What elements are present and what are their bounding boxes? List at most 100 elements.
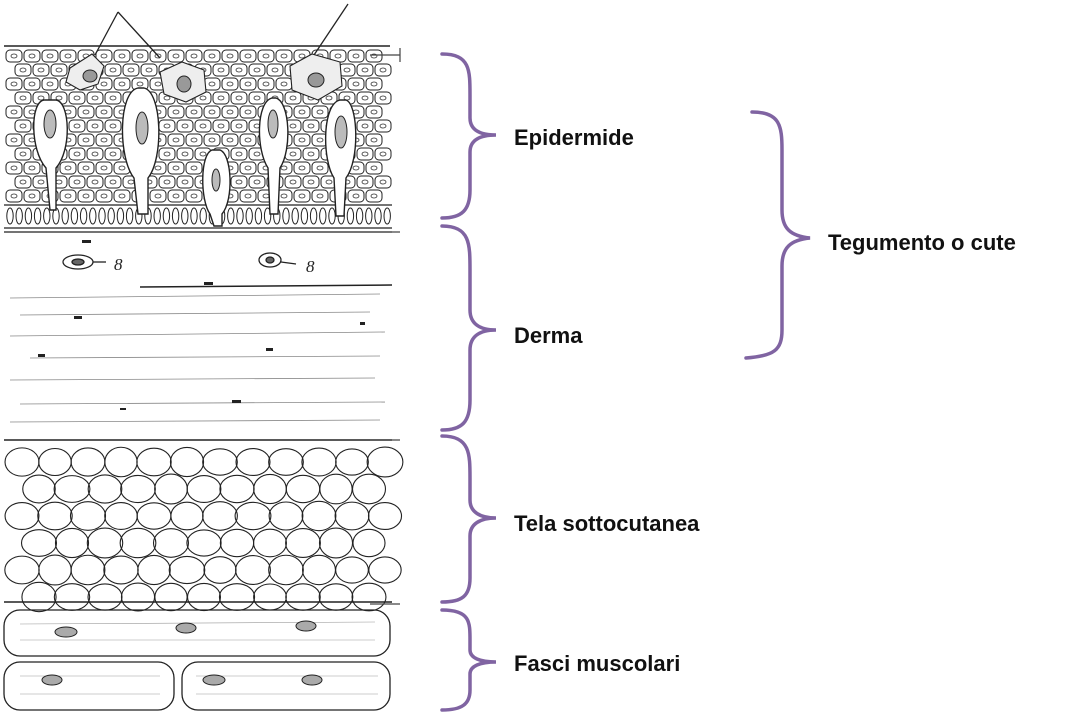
fat-cell — [367, 447, 403, 477]
dermis-nuclei — [38, 240, 365, 410]
fat-cell — [302, 448, 336, 476]
epidermal-cell — [222, 106, 238, 118]
epidermal-cell — [60, 50, 76, 62]
epidermal-cell — [213, 64, 229, 76]
basal-cell — [99, 208, 105, 224]
epidermal-cell — [87, 148, 103, 160]
fat-cells — [5, 447, 403, 612]
epidermal-cell — [159, 148, 175, 160]
epidermal-cell — [186, 50, 202, 62]
fat-cell — [23, 475, 55, 503]
brace-derma — [442, 226, 496, 430]
fat-cell — [39, 555, 71, 585]
epidermal-cell — [114, 50, 130, 62]
epidermal-cell — [375, 92, 391, 104]
fat-cell — [286, 584, 320, 610]
epidermal-cell — [375, 176, 391, 188]
basal-cell — [154, 208, 160, 224]
basal-cell — [163, 208, 169, 224]
epidermal-cell — [168, 190, 184, 202]
epidermal-cell — [204, 134, 220, 146]
fat-cell — [88, 475, 122, 503]
epidermal-cell — [15, 92, 31, 104]
epidermal-cell — [285, 148, 301, 160]
fat-cell — [254, 584, 287, 610]
epidermal-cell — [177, 148, 193, 160]
fat-cell — [71, 555, 105, 584]
epidermal-cell — [231, 148, 247, 160]
epidermal-cell — [69, 148, 85, 160]
basal-cell — [16, 208, 22, 224]
fat-cell — [336, 557, 369, 583]
fat-cell — [121, 475, 156, 502]
fat-cell — [204, 557, 236, 584]
fat-cell — [55, 528, 88, 557]
basal-cell — [366, 208, 372, 224]
epidermal-cell — [105, 176, 121, 188]
fat-cell — [5, 556, 39, 584]
epidermal-cell — [114, 190, 130, 202]
epidermal-cell — [222, 134, 238, 146]
epidermal-cell — [42, 50, 58, 62]
epidermal-cell — [240, 162, 256, 174]
pointer-line — [95, 12, 118, 55]
epidermal-cell — [150, 190, 166, 202]
fat-cell — [335, 502, 369, 530]
epidermal-cell — [303, 120, 319, 132]
fat-cell — [70, 502, 105, 531]
epidermal-cell — [6, 190, 22, 202]
fat-cell — [203, 502, 238, 531]
epidermal-cell — [177, 176, 193, 188]
fat-cell — [170, 447, 203, 476]
epidermal-cell — [285, 176, 301, 188]
fat-cell — [171, 502, 203, 530]
epidermal-cell — [231, 176, 247, 188]
epidermal-cell — [366, 190, 382, 202]
basal-cell — [356, 208, 362, 224]
epidermal-cell — [15, 176, 31, 188]
muscle-fiber — [182, 662, 390, 710]
epidermal-cell — [87, 120, 103, 132]
epidermal-cell — [132, 50, 148, 62]
fat-cell — [154, 529, 189, 558]
fat-cell — [220, 529, 253, 556]
epidermal-cell — [168, 106, 184, 118]
fat-cell — [169, 556, 205, 583]
epidermal-cell — [294, 106, 310, 118]
epidermal-cell — [240, 78, 256, 90]
basal-cell — [71, 208, 77, 224]
fat-cell — [22, 582, 56, 611]
epidermal-cell — [348, 78, 364, 90]
epidermal-cell — [15, 64, 31, 76]
fat-cell — [105, 503, 138, 530]
epidermal-cell — [6, 78, 22, 90]
basal-cell — [320, 208, 326, 224]
fat-cell — [303, 555, 336, 584]
epidermal-cell — [114, 78, 130, 90]
fat-cell — [368, 503, 401, 530]
fat-cell — [220, 475, 254, 502]
epidermal-cell — [240, 190, 256, 202]
epidermal-cell — [231, 92, 247, 104]
basal-cell — [283, 208, 289, 224]
epidermal-cell — [69, 92, 85, 104]
epidermal-cell — [159, 120, 175, 132]
fat-cell — [120, 528, 156, 557]
epidermal-cell — [51, 64, 67, 76]
fat-cell — [137, 448, 171, 476]
epidermal-cell — [204, 78, 220, 90]
basal-cell — [182, 208, 188, 224]
epidermal-cell — [366, 162, 382, 174]
fat-cell — [5, 448, 39, 476]
basal-cell — [25, 208, 31, 224]
basal-cell — [228, 208, 234, 224]
epidermal-cell — [294, 190, 310, 202]
fat-cell — [269, 449, 304, 476]
epidermal-cell — [69, 176, 85, 188]
epidermal-cell — [285, 92, 301, 104]
fat-cell — [254, 529, 287, 557]
epidermal-cell — [69, 120, 85, 132]
epidermal-cell — [168, 162, 184, 174]
epidermal-cell — [24, 162, 40, 174]
epidermal-cell — [78, 106, 94, 118]
